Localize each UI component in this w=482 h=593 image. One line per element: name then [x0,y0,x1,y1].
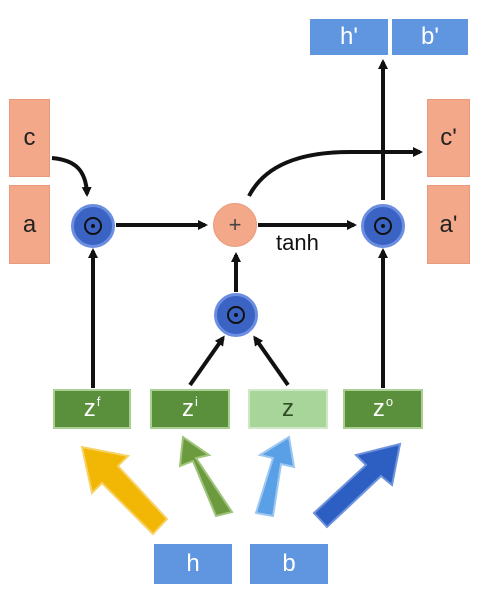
arrow-yellow-to-zf [80,445,169,536]
output-b-prime-label: b' [421,23,439,50]
arrow-zi-to-input-mult [188,335,225,387]
input-b-label: b [282,550,296,577]
input-b: b [250,544,328,584]
elementwise-multiply-icon [227,306,245,324]
input-a: a [9,185,50,264]
input-multiply-node [214,293,258,337]
arrow-plus-to-c-prime [247,147,423,197]
arrow-green-to-zi [178,435,234,518]
gate-z-output-sup: o [385,393,394,409]
input-c: c [9,99,50,177]
output-h-prime-label: h' [340,23,358,50]
gate-z: z [248,389,328,429]
output-a-prime: a' [427,185,470,264]
arrow-darkblue-to-zo [312,442,402,529]
elementwise-multiply-icon [374,217,392,235]
sum-node: + [213,203,257,247]
gate-z-input-sup: i [195,393,198,409]
arrow-c-to-forget-mult [51,156,92,197]
output-b-prime: b' [392,19,468,55]
sum-node-label: + [228,212,242,237]
output-h-prime: h' [310,19,388,55]
arrow-lightblue-to-z [254,435,296,518]
gate-z-output-base: z [372,395,385,422]
input-h-label: h [186,550,200,577]
input-c-label: c [23,124,36,151]
output-c-prime-label: c' [440,124,457,151]
gate-z-forget-base: z [83,395,96,422]
gate-z-forget-sup: f [96,393,101,409]
gate-z-base: z [282,395,294,422]
input-h: h [154,544,232,584]
arrow-z-to-input-mult [253,335,290,387]
input-a-label: a [22,210,37,238]
output-multiply-node [361,204,405,248]
elementwise-multiply-icon [84,217,102,235]
output-a-prime-label: a' [439,210,458,238]
output-c-prime: c' [427,99,470,177]
tanh-label: tanh [276,230,319,255]
gate-z-input-base: z [182,395,195,422]
forget-multiply-node [71,204,115,248]
